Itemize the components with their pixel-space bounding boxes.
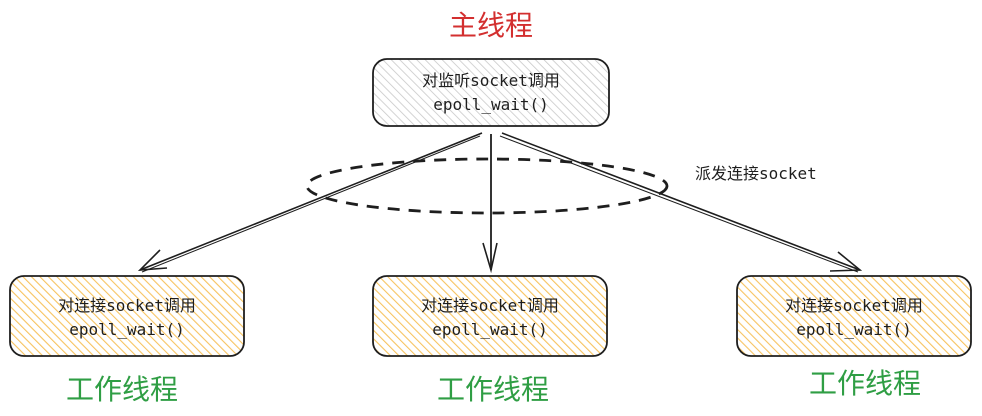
arrow-to-worker-left — [137, 132, 483, 273]
worker-box-shape — [736, 275, 972, 357]
worker-box-line1: 对连接socket调用 — [785, 296, 923, 315]
main-thread-box-line2: epoll_wait() — [433, 95, 549, 114]
worker-box-3[interactable]: 对连接socket调用 epoll_wait() — [736, 275, 972, 357]
main-thread-title: 主线程 — [449, 9, 533, 42]
worker-box-line2: epoll_wait() — [69, 320, 185, 339]
worker-title-3: 工作线程 — [809, 367, 921, 400]
worker-box-1[interactable]: 对连接socket调用 epoll_wait() — [9, 275, 245, 357]
worker-box-shape — [372, 275, 608, 357]
worker-box-line2: epoll_wait() — [432, 320, 548, 339]
arrowhead-icon — [829, 251, 863, 272]
dispatch-label: 派发连接socket — [695, 164, 817, 183]
worker-box-line1: 对连接socket调用 — [58, 296, 196, 315]
worker-box-2[interactable]: 对连接socket调用 epoll_wait() — [372, 275, 608, 357]
worker-title-1: 工作线程 — [66, 373, 178, 406]
arrow-to-worker-right — [499, 132, 863, 273]
main-thread-box-line1: 对监听socket调用 — [422, 71, 560, 90]
worker-box-line2: epoll_wait() — [796, 320, 912, 339]
worker-box-line1: 对连接socket调用 — [421, 296, 559, 315]
main-thread-box-shape — [372, 58, 610, 127]
worker-title-2: 工作线程 — [437, 373, 549, 406]
arrow-to-worker-center — [482, 134, 498, 274]
main-thread-box[interactable]: 对监听socket调用 epoll_wait() — [372, 58, 610, 127]
arrowhead-icon — [137, 249, 168, 271]
arrowhead-icon — [482, 242, 498, 274]
dispatch-group-ellipse — [305, 157, 669, 215]
worker-box-shape — [9, 275, 245, 357]
